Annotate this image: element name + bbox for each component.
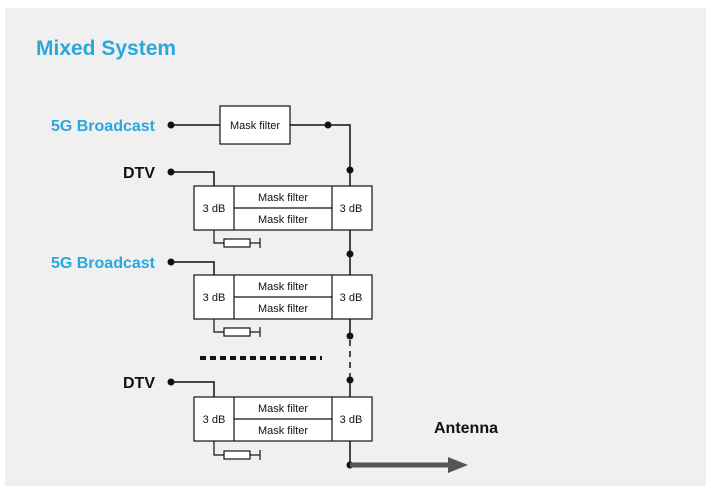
input-branch-1: 5G Broadcast Mask filter	[51, 105, 354, 174]
coupler-right-label-1: 3 dB	[340, 203, 363, 215]
termination-resistor-3	[223, 450, 251, 460]
antenna-label: Antenna	[434, 420, 498, 437]
mask-filter-top-label-3: Mask filter	[258, 403, 308, 415]
mask-filter-top-label-1: Mask filter	[258, 192, 308, 204]
termination-resistor-2	[223, 327, 251, 337]
input-label-4: DTV	[123, 375, 155, 392]
antenna-output: Antenna	[346, 420, 498, 473]
mask-filter-label: Mask filter	[230, 120, 280, 132]
coupler-right-label-3: 3 dB	[340, 414, 363, 426]
input-label-3: 5G Broadcast	[51, 255, 156, 272]
coupler-right-label-2: 3 dB	[340, 292, 363, 304]
mask-filter-bottom-label-1: Mask filter	[258, 214, 308, 226]
coupler-left-label-1: 3 dB	[203, 203, 226, 215]
diagram-title: Mixed System	[36, 37, 176, 60]
combiner-module-1: 3 dB Mask filter Mask filter 3 dB	[193, 170, 373, 275]
termination-resistor-1	[223, 238, 251, 248]
coupler-left-label-3: 3 dB	[203, 414, 226, 426]
input-branch-4: DTV	[123, 375, 215, 397]
input-label-2: DTV	[123, 165, 155, 182]
mask-filter-top-label-2: Mask filter	[258, 281, 308, 293]
input-branch-2: DTV	[123, 165, 215, 186]
coupler-left-label-2: 3 dB	[203, 292, 226, 304]
output-arrow-head	[448, 457, 468, 473]
combiner-module-2: 3 dB Mask filter Mask filter 3 dB	[193, 274, 373, 340]
bus-node-3	[346, 332, 354, 340]
mask-filter-bottom-label-2: Mask filter	[258, 303, 308, 315]
combiner-module-3: 3 dB Mask filter Mask filter 3 dB	[193, 396, 373, 465]
mask-filter-bottom-label-3: Mask filter	[258, 425, 308, 437]
bus-node-2	[346, 250, 354, 258]
input-branch-3: 5G Broadcast	[51, 255, 215, 275]
mask-filter-box	[219, 105, 291, 145]
input-label-1: 5G Broadcast	[51, 118, 156, 135]
